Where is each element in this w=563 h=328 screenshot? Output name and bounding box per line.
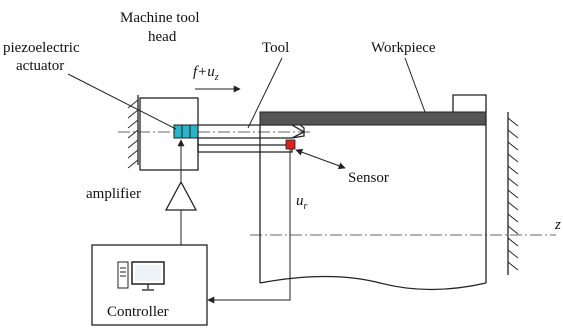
sensor-signal-line [207,149,291,304]
machine-tool-head-label-line2: head [148,29,177,45]
piezo-label-line2: actuator [16,58,64,74]
sensor-label: Sensor [348,170,389,186]
sensor [285,139,296,150]
ur-label: ur [296,193,308,212]
tool-label: Tool [262,40,289,56]
workpiece [259,94,487,291]
controller [91,244,208,326]
z-axis-label: z [554,217,561,233]
feed-label: f+uz [193,64,219,83]
tool-leader [247,57,283,129]
workpiece-label: Workpiece [371,40,436,56]
sensor-leader [295,148,346,170]
workpiece-leader [404,57,426,113]
piezoelectric-actuator [173,124,199,139]
piezo-label-line1: piezoelectric [3,40,80,56]
controller-label: Controller [107,304,169,320]
right-wall-hatch [507,112,519,275]
machine-tool-head-label-line1: Machine tool [120,10,200,26]
left-wall-hatch [127,95,139,169]
piezo-leader [67,73,177,130]
amplifier-label: amplifier [86,186,141,202]
computer-icon [117,261,165,291]
amplifier [164,180,198,211]
